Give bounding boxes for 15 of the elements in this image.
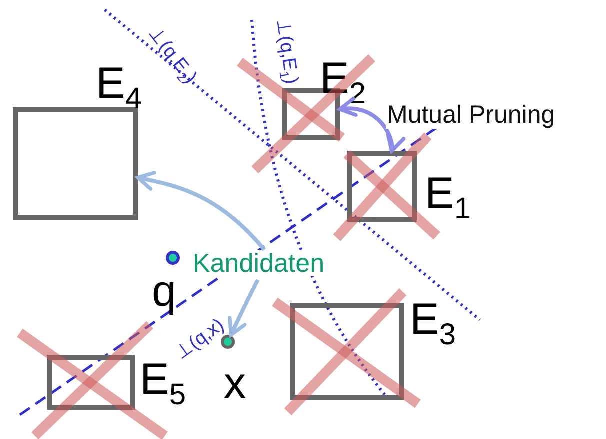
candidate-label: Kandidaten [193, 250, 325, 276]
bounding-box [13, 107, 138, 220]
arrow [338, 98, 404, 153]
arrow [228, 279, 260, 337]
box-label: q [152, 270, 176, 314]
box-label: E$_{1}$ [425, 172, 472, 224]
box-label: E$_{5}$ [140, 358, 186, 410]
box-label: x [224, 362, 246, 406]
box-label: E$_{3}$ [410, 298, 456, 350]
bounding-box [347, 151, 417, 222]
point-marker [166, 251, 180, 265]
bounding-box [47, 355, 135, 410]
bounding-box [290, 303, 404, 400]
edge-label: Mutual Pruning [386, 102, 556, 129]
arrow [136, 170, 266, 252]
